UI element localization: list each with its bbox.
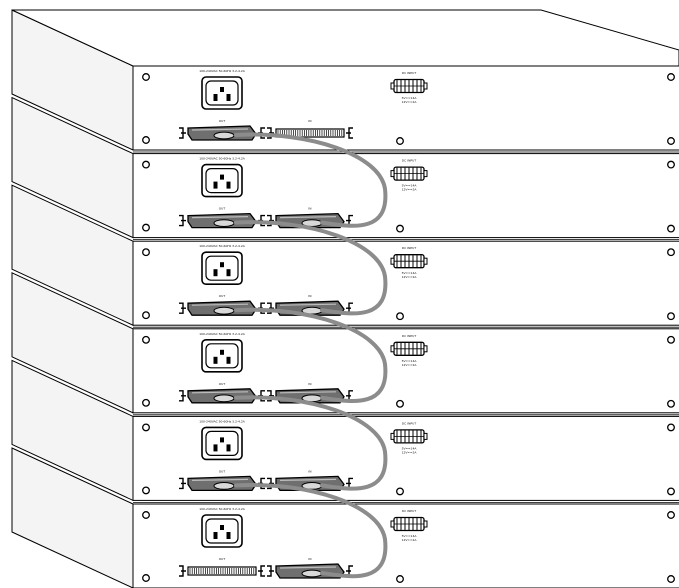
- dc-spec-12v: 12V==2A: [402, 363, 418, 367]
- stack-cable-2: [234, 220, 388, 316]
- dc-spec-12v: 12V==2A: [402, 188, 418, 192]
- in-port-label: IN: [308, 557, 311, 561]
- out-port-label: OUT: [219, 557, 226, 561]
- dc-spec-5v: 5V==14A: [402, 534, 418, 538]
- unit-stack: 100-240VAC 50-60Hz 3.2-4.2A DC INPUT 5V==1…: [11, 9, 679, 588]
- dc-spec-12v: 12V==2A: [402, 275, 418, 279]
- out-port-label: OUT: [219, 207, 226, 211]
- stack-port-icon: [179, 565, 265, 577]
- out-port-label: OUT: [219, 294, 226, 298]
- out-port-label: OUT: [219, 119, 226, 123]
- unit-5: 100-240VAC 50-60Hz 3.2-4.2A DC INPUT 5V==1…: [11, 359, 679, 503]
- screw-icon: [667, 423, 675, 432]
- dc-input-connector-icon: [390, 516, 428, 532]
- in-port-label: IN: [308, 469, 311, 473]
- unit-top: [11, 9, 679, 67]
- screw-icon: [142, 73, 150, 81]
- ac-rating-label: 100-240VAC 50-60Hz 3.2-4.2A: [199, 157, 246, 161]
- unit-2: 100-240VAC 50-60Hz 3.2-4.2A DC INPUT 5V==1…: [11, 96, 679, 241]
- dc-input-connector-icon: [390, 254, 428, 269]
- dc-input-label: DC INPUT: [402, 246, 416, 250]
- dc-spec-12v: 12V==2A: [402, 100, 418, 104]
- stack-cable-4: [234, 395, 388, 491]
- screw-icon: [142, 335, 150, 344]
- screw-icon: [667, 399, 675, 408]
- ac-power-inlet-icon: [201, 251, 243, 285]
- screw-icon: [667, 487, 675, 496]
- ac-rating-label: 100-240VAC 50-60Hz 3.2-4.2A: [199, 244, 246, 248]
- dc-spec-5v: 5V==14A: [402, 271, 418, 275]
- ac-power-inlet-icon: [201, 426, 243, 461]
- screw-icon: [142, 511, 150, 519]
- ac-rating-label: 100-240VAC 50-60Hz 3.2-4.2A: [199, 69, 246, 73]
- screw-icon: [142, 423, 150, 432]
- screw-icon: [396, 399, 404, 408]
- dc-input-connector-icon: [390, 341, 428, 356]
- in-port-label: IN: [308, 207, 311, 211]
- screw-icon: [667, 335, 675, 344]
- in-port-label: IN: [308, 294, 311, 298]
- in-port-label: IN: [308, 119, 311, 123]
- screw-icon: [396, 137, 404, 145]
- stack-cables: [234, 132, 388, 579]
- screw-icon: [667, 511, 675, 519]
- ac-rating-label: 100-240VAC 50-60Hz 3.2-4.2A: [199, 507, 246, 511]
- screw-icon: [142, 248, 150, 257]
- screw-icon: [396, 575, 404, 583]
- dc-spec-5v: 5V==14A: [402, 184, 418, 188]
- stack-cable-plug-icon: [179, 388, 265, 404]
- stack-cable-plug-icon: [179, 300, 265, 316]
- dc-input-label: DC INPUT: [402, 509, 416, 513]
- dc-spec-5v: 5V==14A: [402, 446, 418, 450]
- dc-spec-5v: 5V==14A: [402, 96, 418, 100]
- screw-icon: [142, 486, 150, 495]
- screw-icon: [142, 160, 150, 169]
- unit-3: 100-240VAC 50-60Hz 3.2-4.2A DC INPUT 5V==1…: [11, 184, 679, 328]
- out-port-label: OUT: [219, 469, 226, 473]
- unit-1: 100-240VAC 50-60Hz 3.2-4.2A DC INPUT 5V==1…: [11, 9, 679, 153]
- screw-icon: [396, 224, 404, 233]
- stack-cable-3: [234, 307, 388, 403]
- stack-cable-1: [234, 132, 388, 228]
- ac-power-inlet-icon: [201, 514, 243, 548]
- unit-6: 100-240VAC 50-60Hz 3.2-4.2A DC INPUT 5V==1…: [11, 447, 679, 588]
- dc-input-connector-icon: [390, 78, 428, 94]
- screw-icon: [396, 487, 404, 496]
- dc-input-label: DC INPUT: [402, 71, 416, 75]
- screw-icon: [667, 160, 675, 169]
- ac-power-inlet-icon: [201, 338, 243, 373]
- dc-input-connector-icon: [390, 166, 428, 181]
- screw-icon: [667, 248, 675, 257]
- screw-icon: [396, 312, 404, 321]
- dc-input-label: DC INPUT: [402, 159, 416, 163]
- screw-icon: [142, 136, 150, 144]
- dc-input-label: DC INPUT: [402, 334, 416, 338]
- screw-icon: [142, 223, 150, 232]
- dc-input-label: DC INPUT: [402, 421, 416, 425]
- dc-spec-12v: 12V==2A: [402, 450, 418, 454]
- stack-port-icon: [267, 127, 353, 139]
- unit-4: 100-240VAC 50-60Hz 3.2-4.2A DC INPUT 5V==1…: [11, 272, 679, 416]
- in-port-label: IN: [308, 382, 311, 386]
- screw-icon: [142, 311, 150, 320]
- ac-rating-label: 100-240VAC 50-60Hz 3.2-4.2A: [199, 419, 246, 423]
- ac-power-inlet-icon: [201, 163, 243, 198]
- screw-icon: [667, 137, 675, 145]
- screw-icon: [667, 224, 675, 233]
- screw-icon: [667, 575, 675, 583]
- stack-cable-5: [234, 482, 388, 579]
- screw-icon: [667, 73, 675, 81]
- dc-input-connector-icon: [390, 429, 428, 444]
- dc-spec-12v: 12V==2A: [402, 538, 418, 542]
- out-port-label: OUT: [219, 382, 226, 386]
- ac-power-inlet-icon: [201, 76, 243, 110]
- unit-side: [11, 447, 134, 588]
- screw-icon: [142, 398, 150, 407]
- screw-icon: [667, 312, 675, 321]
- ac-rating-label: 100-240VAC 50-60Hz 3.2-4.2A: [199, 332, 246, 336]
- dc-spec-5v: 5V==14A: [402, 359, 418, 363]
- screw-icon: [142, 574, 150, 582]
